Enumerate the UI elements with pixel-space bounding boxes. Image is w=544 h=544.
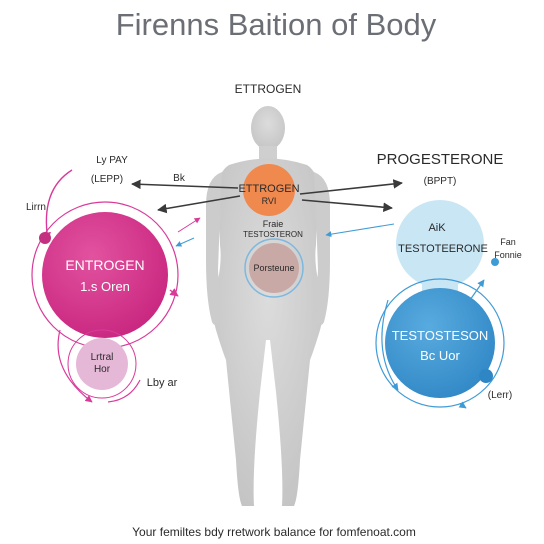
body-silhouette — [206, 106, 330, 506]
left-curved-line-bottom — [107, 379, 141, 403]
chest-hormone-circle — [243, 164, 295, 216]
left-pointer-arrow — [177, 217, 201, 233]
left-bottom-label: Lby ar — [147, 377, 178, 389]
pelvis-ring — [244, 238, 304, 298]
left-small-label-line1: Lrtral — [91, 352, 114, 363]
left-small-ring — [67, 329, 137, 399]
right-top-node-dot — [491, 258, 499, 266]
page-title: Firenns Baition of Body — [116, 7, 437, 42]
right-circle-label-line1: TESTOSTESON — [392, 328, 489, 343]
left-curved-arrow-bottom — [57, 329, 93, 403]
right-subheading: (BPPT) — [424, 176, 457, 187]
left-circle-label-line1: ENTROGEN — [65, 257, 144, 273]
right-side-label-line1: Fan — [500, 237, 516, 247]
pelvis-label: Porsteune — [253, 263, 294, 273]
right-heading: PROGESTERONE — [377, 151, 504, 168]
chest-label-line2: RVI — [262, 196, 277, 206]
left-side-label: Lirrn — [26, 202, 46, 213]
chest-label-line1: ETTROGEN — [238, 183, 299, 195]
chest-small-label-line1: Fraie — [263, 219, 284, 229]
right-side-label-line2: Fonnie — [494, 250, 522, 260]
pelvis-circle — [249, 243, 299, 293]
left-estrogen-circle — [42, 212, 168, 338]
left-arrow-label: Bk — [173, 173, 186, 184]
right-top-label-line1: AiK — [428, 222, 446, 234]
left-side-arrow — [169, 288, 179, 297]
right-bottom-label: (Lerr) — [488, 390, 512, 401]
arrow-to-right-circle — [301, 199, 393, 213]
right-outer-ring — [375, 278, 505, 408]
right-curved-arrow-top — [469, 279, 485, 301]
right-pointer-arrow — [325, 223, 395, 238]
right-top-label-line2: TESTOTEERONE — [398, 243, 488, 255]
left-circle-label-line2: 1.s Oren — [80, 279, 130, 294]
right-node-dot — [479, 369, 493, 383]
arrow-to-left-top — [131, 179, 239, 190]
right-curved-arrow-left — [381, 299, 399, 391]
left-small-label-line2: Hor — [94, 364, 111, 375]
left-top-label-line1: Ly PAY — [96, 155, 128, 166]
arrow-to-left-circle — [157, 195, 241, 214]
top-estrogen-label: ETTROGEN — [235, 82, 302, 96]
right-circle-label-line2: Bc Uor — [420, 348, 460, 363]
right-bottom-arrow — [458, 401, 467, 409]
left-node-dot — [39, 232, 51, 244]
footer-caption: Your femiltes bdy rretwork balance for f… — [132, 525, 416, 539]
right-testosterone-circle — [385, 288, 495, 398]
chest-small-label-line2: TESTOSTERON — [243, 230, 303, 239]
right-top-circle — [396, 200, 484, 288]
arrow-to-right-top — [299, 179, 403, 195]
left-small-circle — [76, 338, 128, 390]
left-top-label-line2: (LEPP) — [91, 174, 123, 185]
left-blue-pointer — [175, 237, 195, 247]
